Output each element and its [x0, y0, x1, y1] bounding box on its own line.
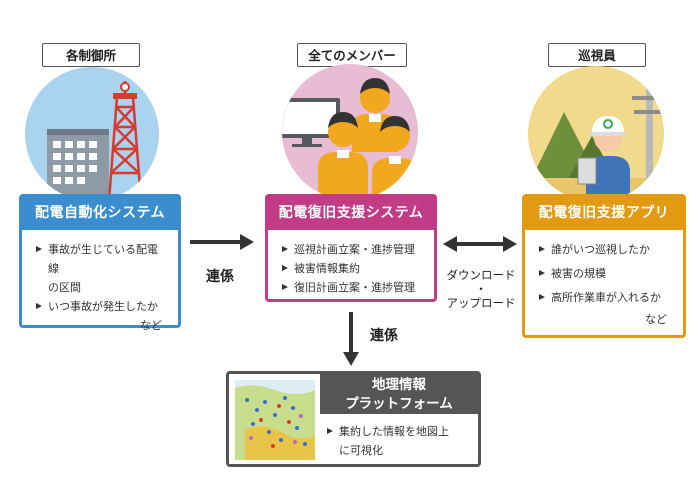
list-item-continuation: に可視化 — [339, 444, 383, 457]
role-label-all-members: 全てのメンバー — [297, 43, 407, 67]
list-item: 事故が生じている配電線 — [36, 240, 166, 278]
role-label-patrol-staff: 巡視員 — [548, 43, 646, 67]
role-label-control-office: 各制御所 — [42, 43, 140, 67]
link-arrow-down — [343, 312, 359, 366]
sync-download-label: ダウンロード — [446, 268, 516, 282]
list-suffix: など — [645, 313, 667, 326]
geo-platform-title-line2: プラットフォーム — [345, 396, 453, 412]
restoration-app-box: 配電復旧支援アプリ 誰がいつ巡視したか 被害の規模 高所作業車が入れるか など — [522, 194, 686, 338]
link-arrow-right — [190, 234, 254, 250]
sync-double-arrow — [443, 236, 517, 252]
tower-icon — [107, 81, 143, 201]
link-label-vertical: 連係 — [370, 328, 398, 344]
restoration-system-title: 配電復旧支援システム — [268, 197, 434, 230]
list-item: いつ事故が発生したか — [36, 297, 166, 316]
list-suffix: など — [140, 319, 162, 332]
list-item: 被害情報集約 — [282, 259, 422, 278]
automation-system-box: 配電自動化システム 事故が生じている配電線 の区間 いつ事故が発生したか など — [19, 194, 181, 332]
geo-platform-box: 地理情報 プラットフォーム 集約した情報を地図上 に可視化 — [226, 371, 481, 467]
link-label-horizontal: 連係 — [206, 269, 234, 285]
sync-label: ダウンロード ・ アップロード — [440, 266, 522, 312]
monitor-icon — [282, 98, 340, 147]
restoration-app-title: 配電復旧支援アプリ — [525, 197, 683, 230]
list-item: 復旧計画立案・進捗管理 — [282, 278, 422, 297]
automation-system-title: 配電自動化システム — [22, 197, 178, 230]
sync-dot: ・ — [475, 282, 487, 296]
sync-upload-label: アップロード — [446, 296, 516, 310]
list-item: 高所作業車が入れるか — [539, 288, 671, 307]
list-item-continuation: の区間 — [48, 281, 81, 294]
list-item: 集約した情報を地図上 — [327, 422, 477, 441]
list-item: 誰がいつ巡視したか — [539, 240, 671, 259]
people-icon — [318, 78, 418, 200]
members-circle — [282, 64, 418, 200]
geo-platform-title: 地理情報 プラットフォーム — [320, 374, 478, 414]
geo-platform-title-line1: 地理情報 — [372, 377, 426, 393]
patrol-circle — [528, 66, 664, 202]
utility-pole-icon — [617, 66, 664, 202]
control-office-circle — [25, 67, 159, 201]
list-item: 被害の規模 — [539, 264, 671, 283]
map-icon — [235, 380, 315, 460]
building-icon — [47, 129, 109, 201]
worker-icon — [577, 116, 630, 202]
list-item: 巡視計画立案・進捗管理 — [282, 240, 422, 259]
restoration-system-box: 配電復旧支援システム 巡視計画立案・進捗管理 被害情報集約 復旧計画立案・進捗管… — [265, 194, 437, 302]
geo-platform-body: 集約した情報を地図上 に可視化 — [327, 422, 477, 460]
